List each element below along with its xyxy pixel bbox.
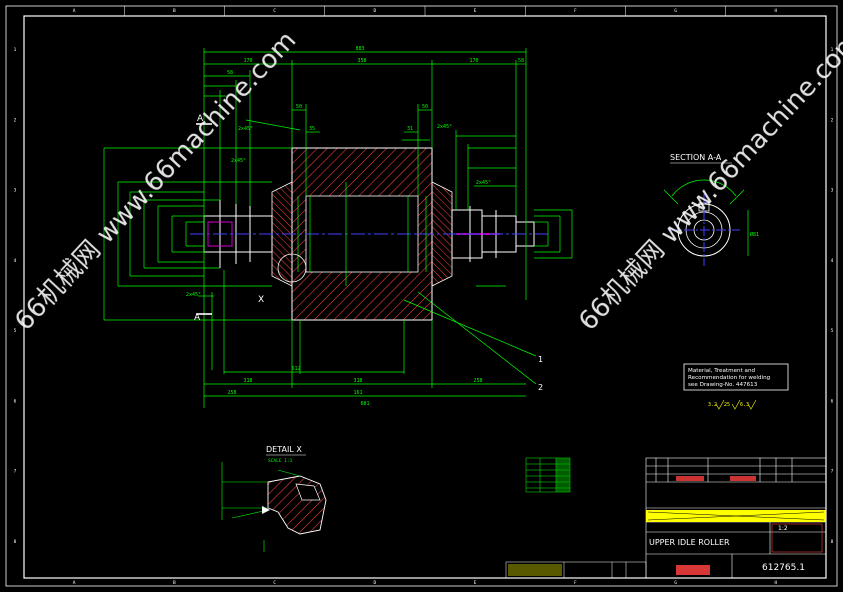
watermark-left: 66机械网 www.66machine.com — [9, 25, 302, 336]
border-row-label: 4 — [14, 258, 17, 264]
dim-right-hub: 170 — [469, 58, 478, 64]
section-view: SECTION A-A Ø81 — [663, 153, 759, 266]
border-col-label: E — [474, 580, 477, 586]
dim-body: 358 — [357, 58, 366, 64]
surface-symbols: 3.2 25 6.3 — [708, 399, 757, 410]
border-col-label: H — [775, 8, 778, 14]
drawing-number: 612765.1 — [762, 563, 805, 573]
material-note: Material, Treatment and Recommendation f… — [683, 363, 789, 391]
dim-bottom-overall: 681 — [360, 401, 369, 407]
note-line-1: Material, Treatment and — [688, 368, 755, 374]
section-marks: A A X 1 2 — [194, 114, 543, 392]
dim-body-left-step: 50 — [296, 104, 302, 110]
detail-scale: SCALE 1:1 — [268, 458, 293, 464]
dim-right-inner: 31 — [407, 126, 413, 132]
note-line-3: see Drawing-No. 447613 — [688, 382, 758, 388]
section-mark-bottom: A — [194, 313, 201, 323]
border-row-label: 7 — [831, 469, 834, 475]
chamfer-2: 2x45° — [231, 158, 246, 164]
dim-body-right-step: 50 — [422, 104, 428, 110]
dim-journal: 58 — [227, 70, 233, 76]
title-block: UPPER IDLE ROLLER 612765.1 1:2 — [645, 457, 827, 579]
detail-view: DETAIL X SCALE 1:1 — [221, 445, 327, 552]
chamfer-5: 2x45° — [186, 292, 201, 298]
border-row-label: 4 — [831, 258, 834, 264]
border-row-label: 6 — [831, 398, 834, 404]
border-row-label: 1 — [831, 47, 834, 53]
section-title: SECTION A-A — [670, 153, 722, 162]
border-col-label: C — [273, 580, 276, 586]
border-col-label: G — [674, 580, 677, 586]
border-col-label: F — [574, 580, 577, 586]
section-dim: Ø81 — [750, 231, 759, 238]
watermark-right: 66机械网 www.66machine.com — [573, 25, 843, 336]
surface-3: 6.3 — [740, 402, 749, 408]
dim-left-hub: 170 — [243, 58, 252, 64]
border-col-label: A — [73, 580, 76, 586]
border-col-label: B — [173, 580, 176, 586]
border-col-label: D — [374, 580, 377, 586]
dimension-texts: 883 170 358 170 58 50 50 58 35 31 318 61… — [186, 46, 524, 407]
extension-lines — [103, 48, 573, 408]
border-row-labels: 1 1 2 2 3 3 4 4 5 5 6 6 7 7 8 8 — [14, 47, 834, 545]
border-row-label: 5 — [14, 328, 17, 334]
callout-1: 1 — [538, 355, 543, 364]
section-mark-top: A — [197, 114, 204, 124]
border-row-label: 2 — [14, 117, 17, 123]
dim-bottom-center: 161 — [353, 390, 362, 396]
dim-bottom-left: 318 — [243, 378, 252, 384]
border-row-label: 6 — [14, 398, 17, 404]
dim-bottom-right: 258 — [473, 378, 482, 384]
tolerance-table — [525, 457, 571, 493]
surface-2: 25 — [724, 402, 730, 408]
note-line-2: Recommendation for welding — [688, 375, 771, 381]
border-row-label: 8 — [831, 539, 834, 545]
border-col-label: H — [775, 580, 778, 586]
chamfer-1: 2x45° — [238, 126, 253, 132]
border-row-label: 3 — [14, 188, 17, 194]
border-col-label: G — [674, 8, 677, 14]
detail-marker-x: X — [258, 295, 264, 305]
revision-block — [505, 561, 647, 579]
border-row-label: 2 — [831, 117, 834, 123]
chamfer-3: 2x45° — [437, 124, 452, 130]
border-col-label: E — [474, 8, 477, 14]
surface-1: 3.2 — [708, 402, 717, 408]
dim-overall-length: 883 — [355, 46, 364, 52]
border-col-label: F — [574, 8, 577, 14]
border-col-label: B — [173, 8, 176, 14]
border-row-label: 8 — [14, 539, 17, 545]
border-row-label: 3 — [831, 188, 834, 194]
border-row-label: 7 — [14, 469, 17, 475]
border-row-label: 1 — [14, 47, 17, 53]
dim-bottom-body: 318 — [353, 378, 362, 384]
dim-end: 58 — [518, 58, 524, 64]
border-col-label: C — [273, 8, 276, 14]
main-view: 883 170 358 170 58 50 50 58 35 31 318 61… — [103, 46, 573, 408]
chamfer-4: 2x45° — [476, 180, 491, 186]
border-col-label: A — [73, 8, 76, 14]
dim-bottom-left-2: 258 — [227, 390, 236, 396]
border-col-label: D — [374, 8, 377, 14]
border-row-label: 5 — [831, 328, 834, 334]
callout-2: 2 — [538, 383, 543, 392]
detail-title: DETAIL X — [266, 445, 302, 454]
dim-bottom-mid: 612 — [291, 366, 300, 372]
drawing-scale: 1:2 — [778, 525, 788, 532]
border-column-labels: A A B B C C D D E E F F G G H H — [73, 6, 778, 586]
dim-left-inner: 35 — [309, 126, 315, 132]
part-name: UPPER IDLE ROLLER — [649, 538, 730, 547]
